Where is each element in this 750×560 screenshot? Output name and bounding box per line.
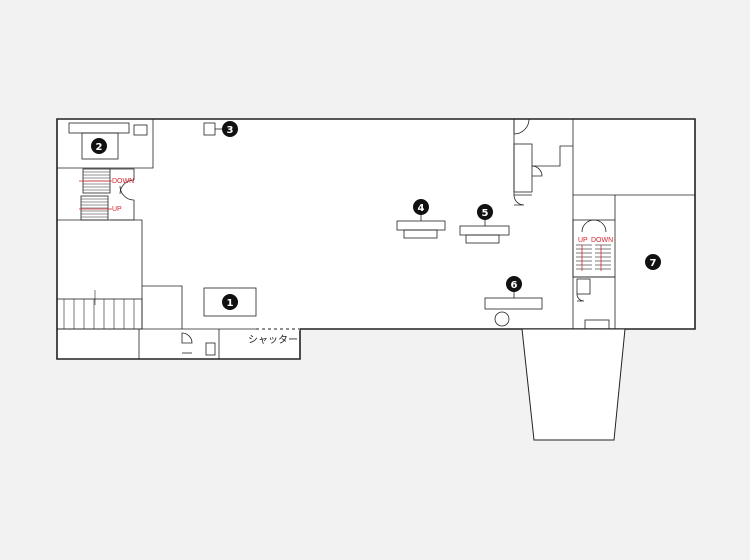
shutter-label: シャッター xyxy=(248,334,298,346)
marker-5[interactable]: 5 xyxy=(477,204,493,220)
stair-label-right-down: DOWN xyxy=(591,237,613,244)
marker-5-label: 5 xyxy=(482,208,489,219)
marker-2[interactable]: 2 xyxy=(91,138,107,154)
marker-1-label: 1 xyxy=(227,298,234,309)
stair-label-right-up: UP xyxy=(578,237,588,244)
marker-6-label: 6 xyxy=(511,280,518,291)
marker-3[interactable]: 3 xyxy=(222,121,238,137)
marker-leaders xyxy=(215,128,515,298)
marker-1[interactable]: 1 xyxy=(222,294,238,310)
door-swings xyxy=(119,118,607,354)
lower-left-stair-treads xyxy=(63,290,135,329)
right-stair-treads xyxy=(576,244,611,270)
marker-4[interactable]: 4 xyxy=(413,199,429,215)
marker-4-label: 4 xyxy=(418,203,425,214)
marker-2-label: 2 xyxy=(96,142,103,153)
stair-arrows xyxy=(79,180,602,271)
marker-7[interactable]: 7 xyxy=(645,254,661,270)
marker-7-label: 7 xyxy=(650,258,657,269)
marker-3-label: 3 xyxy=(227,125,234,136)
marker-6[interactable]: 6 xyxy=(506,276,522,292)
ramp-area xyxy=(521,328,626,441)
stair-label-left-down: DOWN xyxy=(112,178,134,185)
stair-label-left-up: UP xyxy=(112,206,122,213)
